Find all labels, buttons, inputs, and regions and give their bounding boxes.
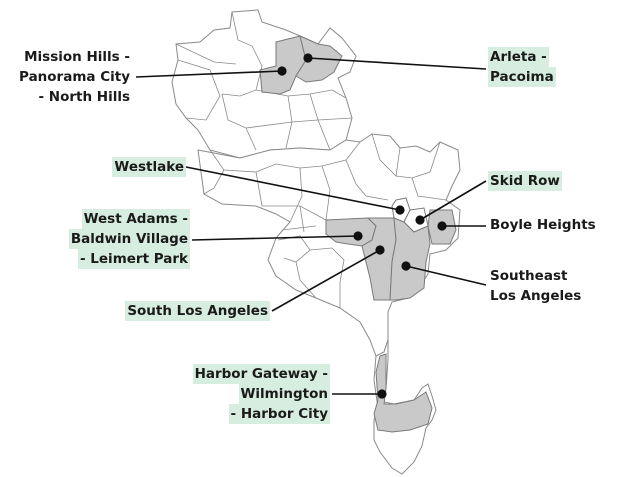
label-southeast-la: Southeast Los Angeles	[490, 268, 582, 304]
label-mission-hills: Mission Hills - Panorama City - North Hi…	[19, 49, 130, 105]
label-south-la: South Los Angeles	[125, 301, 270, 321]
label-westlake: Westlake	[112, 157, 186, 177]
label-harbor-gateway: Harbor Gateway - Wilmington - Harbor Cit…	[192, 364, 330, 424]
label-boyle-heights: Boyle Heights	[490, 217, 596, 233]
leader-lines	[135, 53, 487, 399]
label-west-adams: West Adams - Baldwin Village - Leimert P…	[68, 209, 190, 269]
label-arleta-pacoima: Arleta - Pacoima	[488, 47, 556, 87]
label-skid-row: Skid Row	[488, 171, 562, 191]
region-southeast-la	[389, 217, 431, 301]
